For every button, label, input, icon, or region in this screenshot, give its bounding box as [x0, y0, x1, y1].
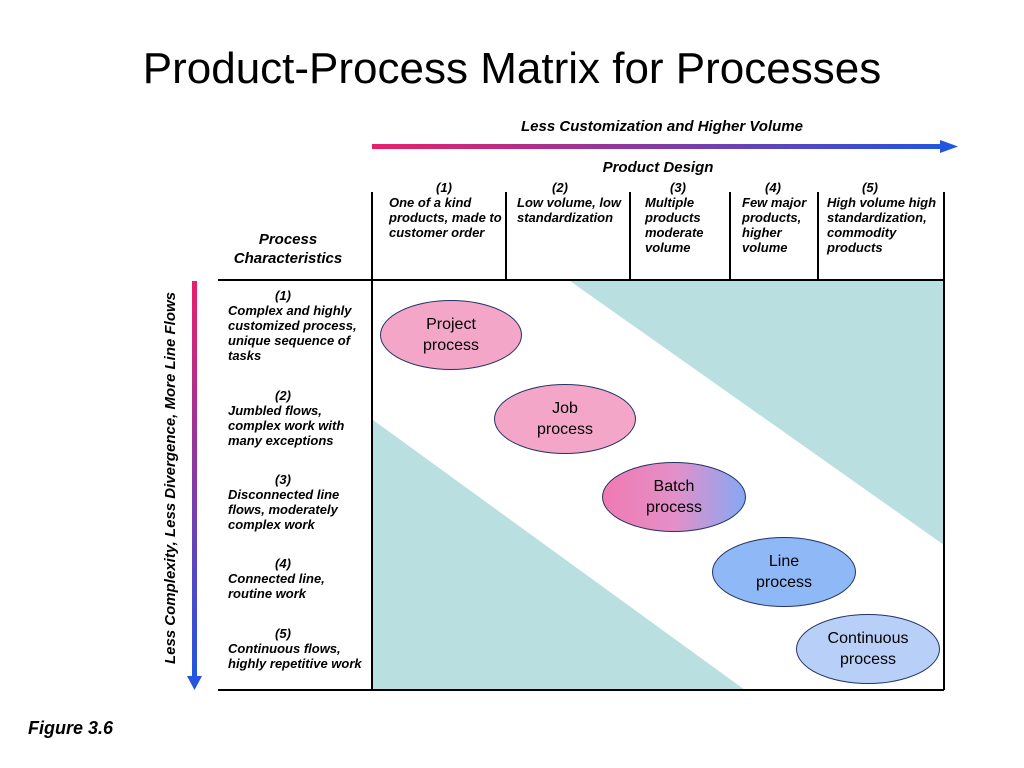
header-grid [218, 192, 945, 691]
batch-process-ellipse: Batch process [602, 462, 746, 532]
row-description: Disconnected line flows, moderately comp… [228, 487, 340, 532]
column-header: (4) Few major products, higher volume [742, 180, 816, 255]
vertical-arrow [187, 281, 202, 690]
line-process-ellipse: Line process [712, 537, 856, 607]
process-label: Project process [422, 316, 480, 354]
process-label: Line process [755, 553, 813, 591]
row-header: (1) Complex and highly customized proces… [228, 288, 363, 363]
row-header: (5) Continuous flows, highly repetitive … [228, 626, 363, 671]
upper-right-shaded-region [570, 281, 944, 545]
column-number: (1) [436, 180, 452, 195]
figure-label: Figure 3.6 [28, 718, 114, 738]
column-description: High volume high standardization, commod… [827, 195, 937, 255]
job-process-ellipse: Job process [494, 384, 636, 454]
row-description: Connected line, routine work [228, 571, 325, 601]
vertical-axis-label: Less Complexity, Less Divergence, More L… [162, 291, 179, 665]
row-number: (1) [275, 288, 291, 303]
product-design-label: Product Design [602, 159, 714, 176]
row-number: (4) [275, 556, 291, 571]
process-label: Continuous process [827, 630, 909, 668]
row-number: (5) [275, 626, 291, 641]
column-header: (2) Low volume, low standardization [517, 180, 627, 225]
column-description: Few major products, higher volume [742, 195, 807, 255]
column-header: (5) High volume high standardization, co… [827, 180, 942, 255]
process-label: Job process [536, 400, 594, 438]
continuous-process-ellipse: Continuous process [796, 614, 940, 684]
project-process-ellipse: Project process [380, 300, 522, 370]
row-header: (3) Disconnected line flows, moderately … [228, 472, 363, 532]
lower-left-shaded-region [373, 420, 745, 690]
column-number: (3) [670, 180, 686, 195]
process-characteristics-label: Process Characteristics [233, 231, 343, 267]
row-description: Complex and highly customized process, u… [228, 303, 357, 363]
column-number: (2) [552, 180, 568, 195]
row-number: (3) [275, 472, 291, 487]
column-description: Multiple products moderate volume [645, 195, 704, 255]
column-number: (5) [862, 180, 878, 195]
column-header: (3) Multiple products moderate volume [645, 180, 725, 255]
column-description: One of a kind products, made to customer… [389, 195, 502, 240]
row-header: (2) Jumbled flows, complex work with man… [228, 388, 363, 448]
row-header: (4) Connected line, routine work [228, 556, 363, 601]
row-description: Jumbled flows, complex work with many ex… [228, 403, 345, 448]
row-description: Continuous flows, highly repetitive work [228, 641, 362, 671]
column-description: Low volume, low standardization [517, 195, 622, 225]
process-label: Batch process [645, 478, 703, 516]
page-title: Product-Process Matrix for Processes [142, 44, 882, 93]
horizontal-axis-label: Less Customization and Higher Volume [521, 118, 803, 135]
horizontal-arrow [372, 140, 958, 153]
column-number: (4) [765, 180, 781, 195]
row-number: (2) [275, 388, 291, 403]
column-header: (1) One of a kind products, made to cust… [389, 180, 504, 240]
